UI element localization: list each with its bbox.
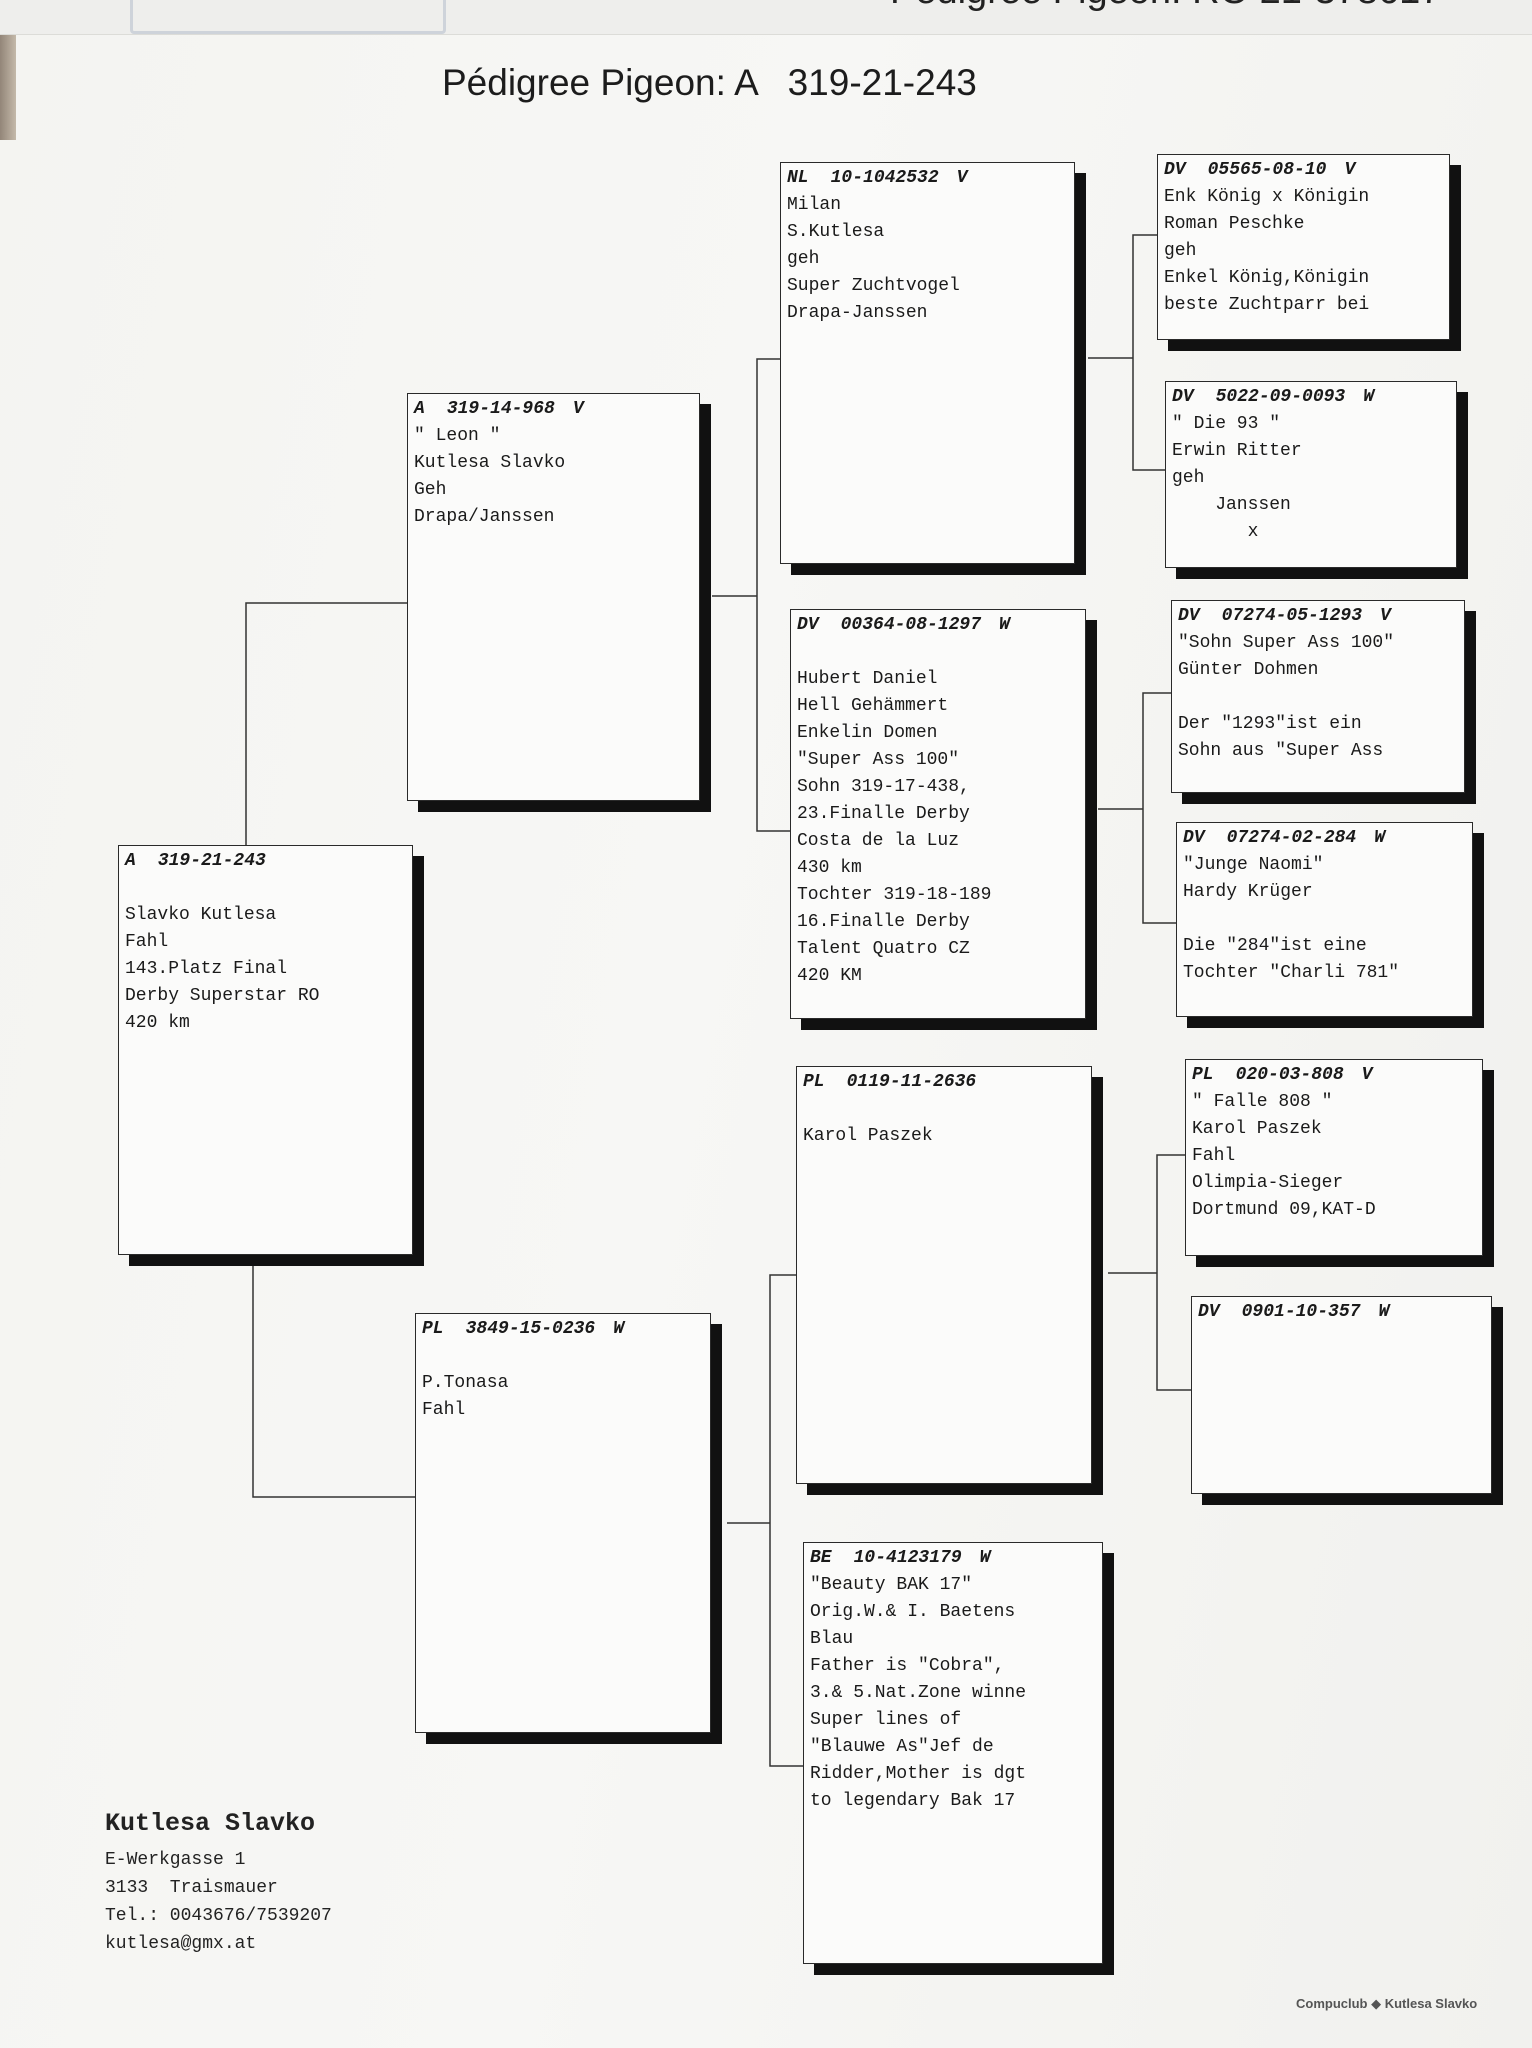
owner-phone: Tel.: 0043676/7539207 [105,1906,332,1926]
connector-ff-fork [1132,234,1165,471]
connector-subject-father [245,602,407,845]
connector-father-fork [756,358,790,832]
owner-address-block: Kutlesa Slavko E-Werkgasse 1 3133 Traism… [105,1810,332,1958]
page-title: Pédigree Pigeon: A 319-21-243 [442,62,977,103]
owner-name: Kutlesa Slavko [105,1809,316,1838]
connector-mother-fork [769,1274,803,1767]
logo-fragment [130,0,446,34]
underlying-page-strip: Pedigree Pigeon: RO 21-378617 [0,0,1532,35]
owner-city: 3133 Traismauer [105,1878,278,1898]
connector-fm-fork [1142,692,1176,924]
owner-street: E-Werkgasse 1 [105,1850,246,1870]
bleed-title: Pedigree Pigeon: RO 21-378617 [890,0,1441,13]
table-edge [0,0,16,140]
connector-subject-mother [252,1265,415,1498]
owner-email: kutlesa@gmx.at [105,1934,257,1954]
footer-credit: Compuclub ◆ Kutlesa Slavko [1296,1996,1478,2011]
connector-mf-fork [1156,1154,1191,1391]
